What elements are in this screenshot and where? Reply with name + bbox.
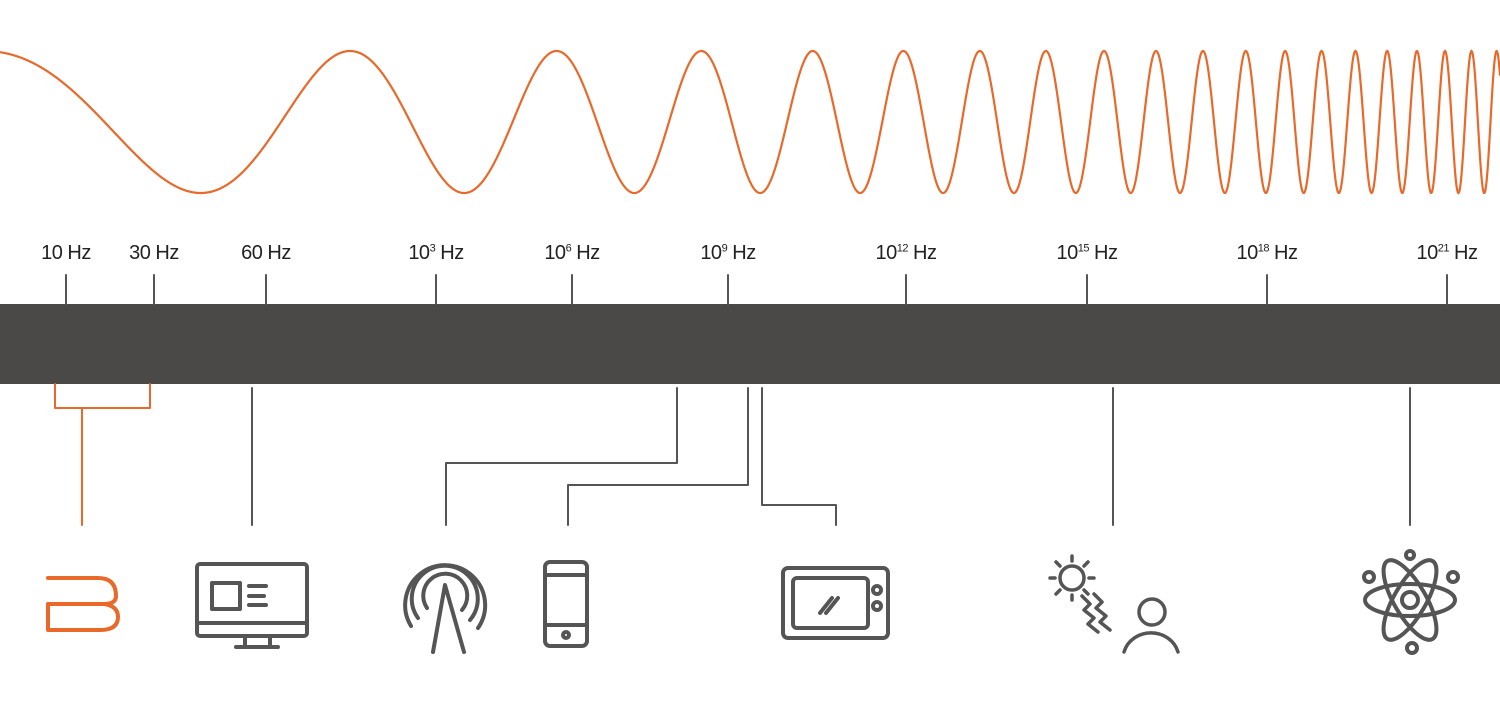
frequency-label: 1012 Hz [876, 242, 937, 265]
label-exponent: 9 [721, 242, 728, 255]
label-unit: Hz [262, 242, 291, 264]
label-unit: Hz [62, 242, 91, 264]
label-unit: Hz [1089, 242, 1118, 264]
mobile-phone-icon [543, 560, 589, 648]
label-base: 10 [544, 242, 566, 264]
label-unit: Hz [1269, 242, 1298, 264]
frequency-wave [0, 49, 1500, 195]
label-base: 10 [408, 242, 430, 264]
label-base: 10 [1056, 242, 1079, 264]
label-unit: Hz [571, 242, 600, 264]
frequency-label: 103 Hz [408, 242, 464, 265]
label-exponent: 6 [565, 242, 572, 255]
sun-uv-person-icon [1048, 554, 1180, 654]
brain-waves-bracket [54, 383, 151, 526]
frequency-label: 1018 Hz [1237, 242, 1298, 265]
label-exponent: 12 [896, 242, 909, 255]
frequency-label: 60 Hz [241, 242, 291, 265]
frequency-label: 109 Hz [700, 242, 756, 265]
frequency-label: 1021 Hz [1417, 242, 1478, 265]
connector-lines [251, 387, 1411, 526]
label-unit: Hz [727, 242, 756, 264]
frequency-label: 10 Hz [41, 242, 91, 265]
label-unit: Hz [435, 242, 464, 264]
atom-icon [1362, 549, 1460, 655]
frequency-label: 106 Hz [544, 242, 600, 265]
microwave-oven-icon [781, 566, 890, 640]
label-exponent: 21 [1437, 242, 1450, 255]
label-exponent: 15 [1077, 242, 1090, 255]
label-exponent: 3 [429, 242, 436, 255]
label-unit: Hz [908, 242, 937, 264]
radio-tower-icon [403, 563, 488, 654]
label-unit: Hz [150, 242, 179, 264]
label-exponent: 18 [1257, 242, 1270, 255]
label-base: 30 [129, 242, 151, 264]
label-base: 10 [1416, 242, 1439, 264]
chirp-wave-line [0, 49, 1500, 195]
label-base: 10 [41, 242, 63, 264]
label-base: 60 [241, 242, 263, 264]
label-unit: Hz [1449, 242, 1478, 264]
label-base: 10 [1236, 242, 1259, 264]
computer-monitor-icon [195, 562, 309, 649]
label-base: 10 [700, 242, 722, 264]
frequency-label: 30 Hz [129, 242, 179, 265]
spectrum-bar [0, 304, 1500, 384]
frequency-label: 1015 Hz [1057, 242, 1118, 265]
label-base: 10 [875, 242, 898, 264]
brain-waves-icon [46, 576, 120, 632]
